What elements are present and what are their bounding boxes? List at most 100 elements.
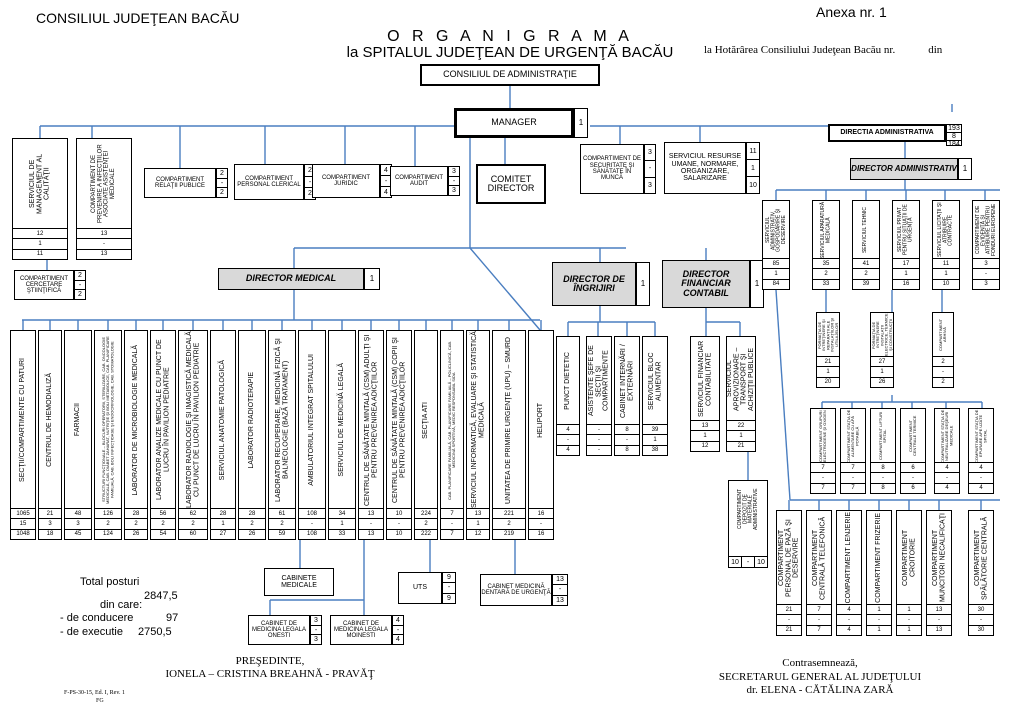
securitate-box: COMPARTIMENT DE SECURITATE ŞI SĂNĂTATE Î… (580, 144, 644, 194)
num: 9 (447, 574, 451, 582)
num: 2 (239, 518, 265, 528)
num: 13 (359, 528, 383, 539)
num: 8 (947, 132, 961, 140)
sub-compartment-label: COMPARTIMENT LIFTURI SPITAL (877, 411, 887, 461)
num: 4 (969, 482, 993, 493)
comp-prevenire-infectii-label: COMPARTIMENT DE PREVENIRE A INFECŢIILOR … (91, 144, 117, 224)
num: - (311, 624, 321, 635)
num: 10 (747, 176, 759, 193)
num: 8 (615, 444, 639, 455)
num: 17 (902, 260, 910, 267)
num: 2 (853, 268, 879, 278)
num: 10 (933, 278, 959, 289)
medical-column-label: SERVICIUL INFORMATICĂ, EVALUARE ŞI STATI… (470, 331, 485, 509)
administrativ-service-label: SERVICIUL LICITAŢII ŞI ATRIBUIRE CONTRAC… (937, 202, 954, 258)
form-code-2: FG (96, 698, 104, 704)
bottom-compartment-label: COMPARTIMENT MUNCITORI NECALIFICAŢI (931, 513, 946, 603)
num: 9 (443, 592, 455, 603)
financiar-column: SERVICIUL APROVIZIONARE – TRANSPORT ŞI A… (726, 336, 756, 452)
directia-administrativa-box: DIRECTIA ADMINISTRATIVA (828, 124, 946, 142)
num: 85 (772, 260, 780, 267)
num: 184 (947, 140, 961, 148)
director-administrativ-label: DIRECTOR ADMINISTRATIV (851, 163, 957, 173)
medical-column-label: AMBULATORIUL INTEGRAT SPITALULUI (308, 354, 316, 486)
medical-column-label: UNITATEA DE PRIMIRE URGENŢE (UPU) – SMUR… (505, 336, 513, 504)
num: 3 (452, 167, 456, 175)
num: 108 (306, 510, 317, 517)
moinesti-label: CABINET DE MEDICINA LEGALA MOINESTI (333, 620, 389, 640)
administrativ-service-label: COMPARTIMENT DE EVIDENŢĂ ŞI ATRIBUIRE PE… (974, 203, 997, 257)
institution-name: CONSILIUL JUDEŢEAN BACĂU (36, 10, 240, 26)
num: 26 (239, 528, 265, 539)
dentara-box: CABINET MEDICINĂ DENTARĂ DE URGENŢĂ (480, 574, 552, 606)
num: 1 (691, 430, 719, 440)
num: 4 (396, 616, 400, 624)
num: 2 (493, 518, 525, 528)
num: 2 (269, 518, 295, 528)
num: - (217, 177, 227, 188)
resurse-label: SERVICIUL RESURSE UMANE, NORMARE, ORGANI… (668, 153, 742, 183)
ingrijiri-column: ASISTENTE ŞEFE DE SECŢII ŞI COMPARTIMENT… (586, 336, 612, 456)
director-medical-label: DIRECTOR MEDICAL (245, 273, 337, 284)
num: 1 (817, 366, 839, 376)
num: 4 (393, 634, 403, 644)
num: 4 (847, 606, 851, 613)
num: 1048 (11, 528, 35, 539)
num: 4 (945, 464, 949, 471)
num: - (441, 518, 463, 528)
medical-column: SERVICIUL INFORMATICĂ, EVALUARE ŞI STATI… (466, 330, 490, 540)
administrativ-service: SERVICIUL ADMINISTRATIV, GOSPODĂRIRE ŞI … (762, 200, 790, 290)
uts-label: UTS (413, 584, 427, 592)
num: - (359, 518, 383, 528)
num: 12 (36, 230, 44, 237)
num: 4 (979, 464, 983, 471)
num: 3 (449, 185, 459, 195)
secretar-title: SECRETARUL GENERAL AL JUDEŢULUI (718, 671, 922, 683)
medical-column-label: CENTRUL DE HEMODIALIZĂ (46, 373, 54, 467)
presedinte-title: PREŞEDINTE, (235, 655, 305, 667)
num: 124 (95, 528, 121, 539)
conducere-value: 97 (166, 612, 179, 624)
num: 4 (384, 166, 388, 174)
num: 45 (65, 528, 91, 539)
anexa-label: Anexa nr. 1 (816, 4, 887, 20)
manager-label: MANAGER (491, 117, 537, 128)
num: 3 (645, 176, 655, 193)
medical-column-label: STRUCTURI FUNCŢIONALE – BLOCURI OPERATOR… (100, 336, 115, 504)
director-medical-box: DIRECTOR MEDICAL (218, 268, 364, 290)
num: - (553, 584, 567, 594)
num: 26 (871, 376, 893, 387)
director-medical-count: 1 (364, 268, 380, 290)
num: 13 (556, 576, 564, 584)
bottom-compartment-label: COMPARTIMENT FRIZERIE (875, 513, 883, 603)
manager-count: 1 (574, 108, 588, 138)
num: 4 (837, 624, 861, 635)
mid-compartment-label: COMPARTIMENT JURIDIC (321, 174, 371, 187)
consiliu-label: CONSILIUL DE ADMINISTRAŢIE (443, 69, 577, 80)
num: 7 (841, 482, 865, 493)
medical-column: CENTRUL DE SĂNĂTATE MINTALĂ (CSM) COPII … (386, 330, 412, 540)
num: 34 (338, 510, 346, 517)
num: - (901, 472, 925, 482)
num: 39 (651, 426, 659, 433)
num: 11 (749, 147, 757, 155)
num: 2 (305, 187, 315, 199)
num: 1 (867, 624, 891, 635)
num: 6 (901, 482, 925, 493)
num: - (935, 472, 959, 482)
medical-column-label: LABORATOR RADIOTERAPIE (248, 371, 256, 469)
comp-prevenire-infectii: COMPARTIMENT DE PREVENIRE A INFECŢIILOR … (76, 138, 132, 260)
num: 35 (822, 260, 830, 267)
num: 4 (935, 482, 959, 493)
directia-label: DIRECTIA ADMINISTRATIVA (840, 129, 934, 137)
num: - (969, 614, 993, 624)
